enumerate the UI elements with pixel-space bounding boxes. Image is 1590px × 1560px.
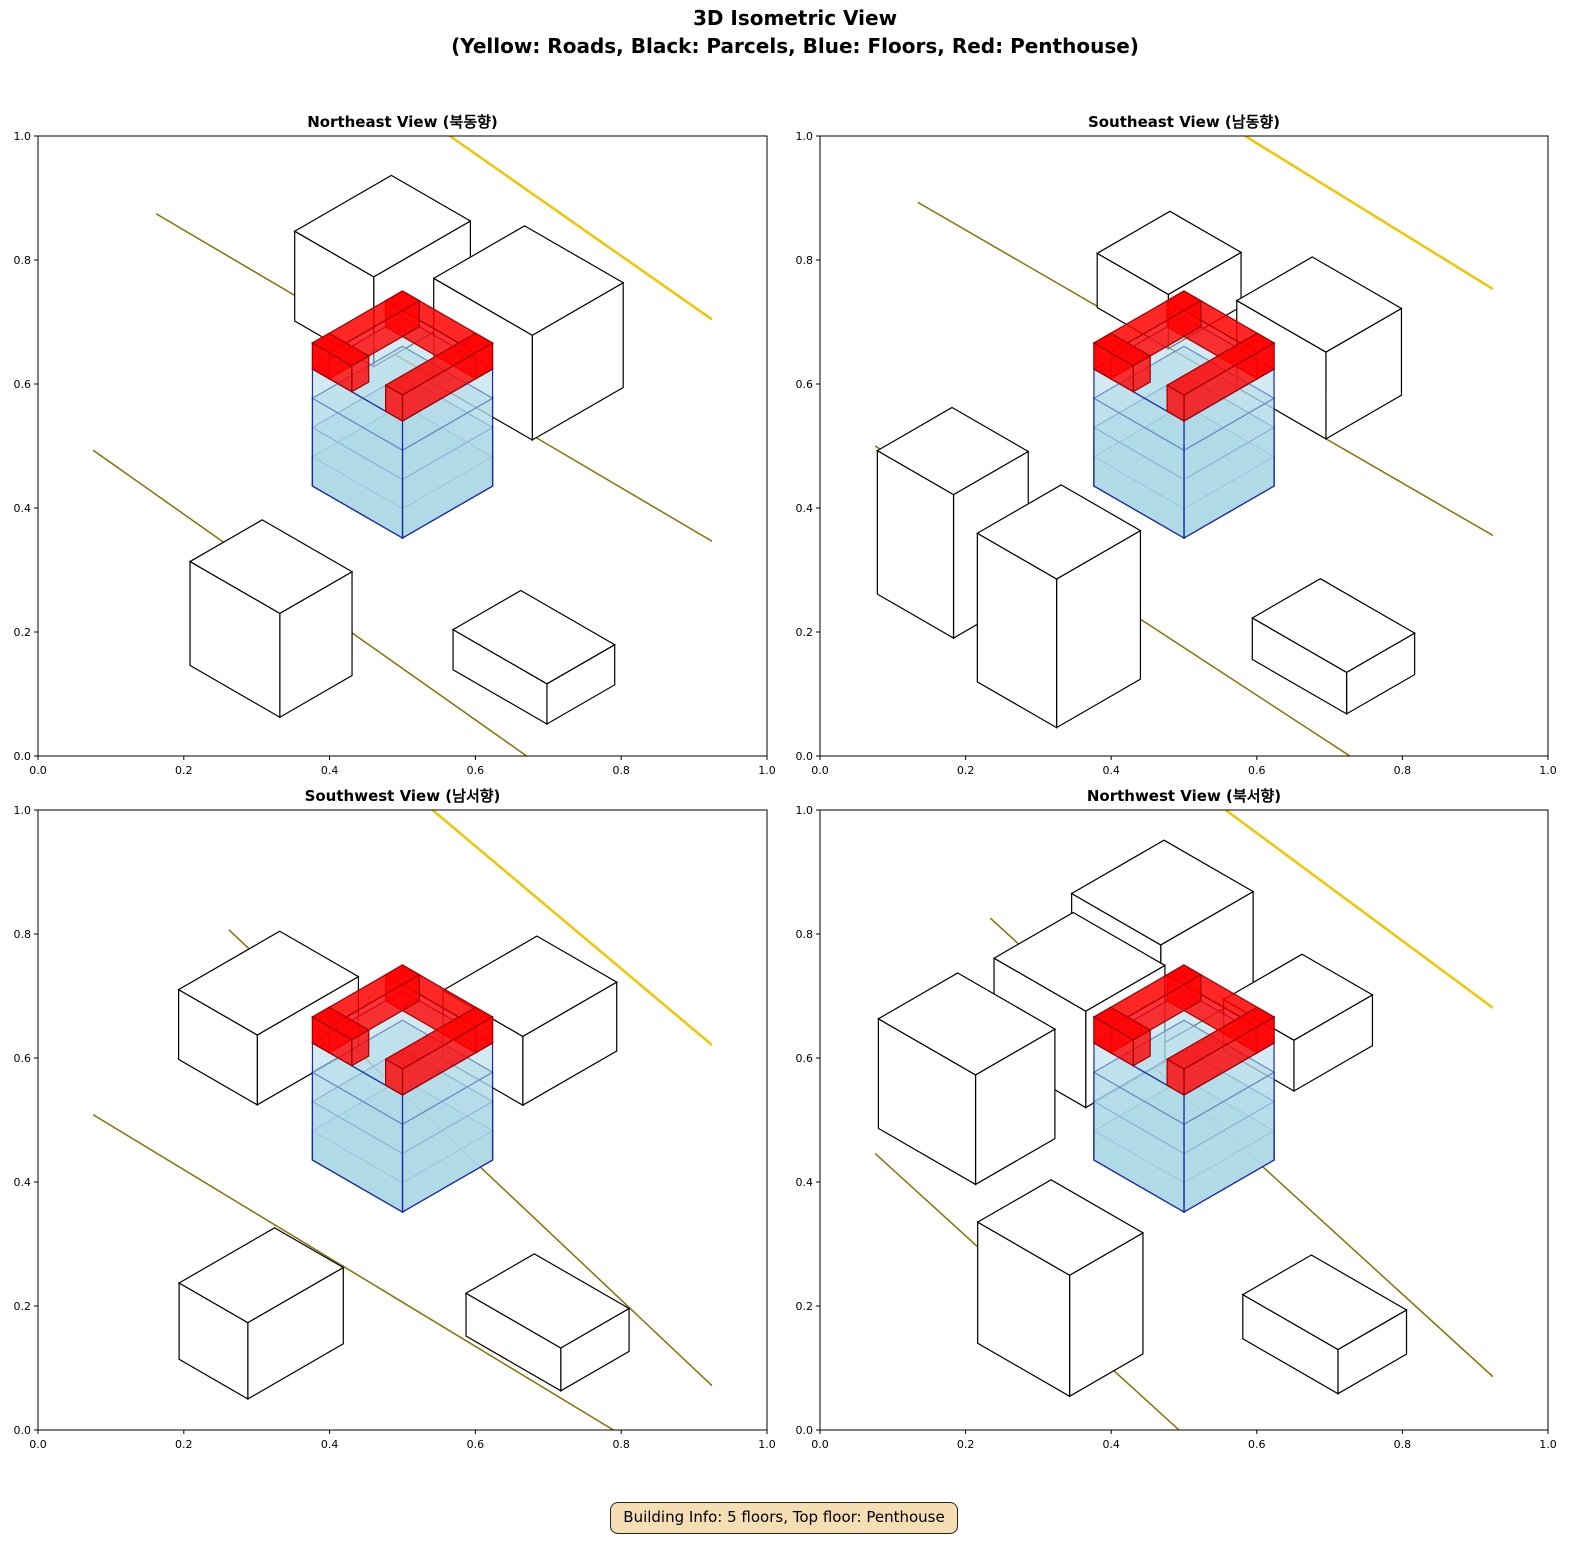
axes-frame	[37, 135, 768, 757]
y-tick-label: 0.2	[796, 626, 814, 639]
x-tick-label: 1.0	[1539, 1438, 1557, 1451]
x-tick-label: 0.6	[1248, 1438, 1266, 1451]
road-line	[1244, 136, 1493, 291]
y-tick-label: 0.6	[14, 378, 32, 391]
y-tick-label: 0.8	[14, 254, 32, 267]
scene	[875, 810, 1493, 1430]
penthouse	[311, 964, 494, 1097]
x-tick-label: 0.6	[1248, 764, 1266, 777]
parcel-block	[188, 519, 354, 719]
y-tick-label: 0.4	[14, 1176, 32, 1189]
y-tick-label: 0.4	[796, 1176, 814, 1189]
axes-frame	[819, 135, 1549, 757]
axes-frame	[37, 809, 768, 1431]
x-tick-label: 0.4	[1102, 1438, 1120, 1451]
panel-title: Northwest View (북서향)	[1087, 787, 1281, 805]
y-tick-label: 0.8	[796, 928, 814, 941]
target-building	[311, 290, 494, 540]
y-tick-label: 0.0	[796, 750, 814, 763]
road-line	[1224, 810, 1493, 1009]
parcel-block	[464, 1253, 631, 1392]
figure-subtitle: (Yellow: Roads, Black: Parcels, Blue: Fl…	[451, 34, 1139, 58]
y-tick-label: 0.8	[796, 254, 814, 267]
y-tick-label: 0.2	[14, 1300, 32, 1313]
x-tick-label: 0.4	[1102, 764, 1120, 777]
x-tick-label: 0.0	[811, 1438, 829, 1451]
parcel-block	[177, 1227, 345, 1400]
panel-title: Northeast View (북동향)	[307, 113, 498, 131]
penthouse	[1092, 290, 1276, 423]
road-line	[431, 810, 712, 1047]
y-tick-label: 0.6	[796, 1052, 814, 1065]
building-info-box: Building Info: 5 floors, Top floor: Pent…	[610, 1502, 958, 1534]
parcel-block	[1251, 577, 1416, 715]
y-tick-label: 1.0	[14, 804, 32, 817]
x-tick-label: 0.2	[957, 764, 975, 777]
x-tick-label: 0.8	[1394, 1438, 1412, 1451]
y-tick-label: 0.2	[796, 1300, 814, 1313]
scene	[875, 136, 1493, 756]
x-tick-label: 0.0	[29, 764, 47, 777]
x-tick-label: 0.2	[175, 764, 193, 777]
panel-northeast: Northeast View (북동향) 0.0 0.2 0.4 0.6 0.8 1.0 0.…	[14, 113, 776, 777]
y-tick-label: 0.4	[796, 502, 814, 515]
y-tick-label: 0.2	[14, 626, 32, 639]
penthouse	[1092, 964, 1276, 1097]
road-line	[449, 136, 712, 321]
penthouse	[311, 290, 494, 423]
x-tick-label: 0.8	[612, 764, 630, 777]
axes-frame	[819, 809, 1549, 1431]
x-tick-label: 0.8	[1394, 764, 1412, 777]
x-tick-label: 1.0	[758, 1438, 776, 1451]
x-tick-label: 1.0	[1539, 764, 1557, 777]
parcel-block	[451, 589, 616, 725]
y-tick-label: 1.0	[796, 804, 814, 817]
x-tick-label: 0.2	[175, 1438, 193, 1451]
x-tick-label: 0.6	[467, 764, 485, 777]
y-tick-label: 0.4	[14, 502, 32, 515]
scene	[93, 136, 712, 756]
target-building	[1092, 290, 1276, 540]
panel-southwest: Southwest View (남서향) 0.0 0.2 0.4 0.6 0.8 1.0 0.…	[14, 787, 776, 1451]
target-building	[311, 964, 494, 1214]
x-tick-label: 0.8	[612, 1438, 630, 1451]
y-tick-label: 0.0	[14, 750, 32, 763]
parcel-block	[976, 1179, 1145, 1398]
target-building	[1092, 964, 1276, 1214]
parcel-block	[976, 484, 1142, 729]
road-line	[93, 1114, 614, 1430]
y-tick-label: 0.0	[14, 1424, 32, 1437]
panel-southeast: Southeast View (남동향) 0.0 0.2 0.4 0.6 0.8 1.0 0.…	[796, 113, 1557, 777]
figure-title: 3D Isometric View	[692, 6, 898, 30]
parcel-block	[877, 972, 1057, 1186]
x-tick-label: 0.4	[321, 1438, 339, 1451]
x-tick-label: 0.0	[29, 1438, 47, 1451]
y-tick-label: 1.0	[796, 130, 814, 143]
x-tick-label: 0.6	[467, 1438, 485, 1451]
x-tick-label: 0.2	[957, 1438, 975, 1451]
y-tick-label: 0.0	[796, 1424, 814, 1437]
x-tick-label: 1.0	[758, 764, 776, 777]
panel-title: Southeast View (남동향)	[1088, 113, 1280, 131]
panel-northwest: Northwest View (북서향) 0.0 0.2 0.4 0.6 0.8 1.0 0.…	[796, 787, 1557, 1451]
y-tick-label: 1.0	[14, 130, 32, 143]
x-tick-label: 0.0	[811, 764, 829, 777]
scene	[93, 810, 712, 1430]
panel-title: Southwest View (남서향)	[305, 787, 501, 805]
y-tick-label: 0.8	[14, 928, 32, 941]
x-tick-label: 0.4	[321, 764, 339, 777]
parcel-block	[1241, 1254, 1408, 1395]
y-tick-label: 0.6	[14, 1052, 32, 1065]
y-tick-label: 0.6	[796, 378, 814, 391]
